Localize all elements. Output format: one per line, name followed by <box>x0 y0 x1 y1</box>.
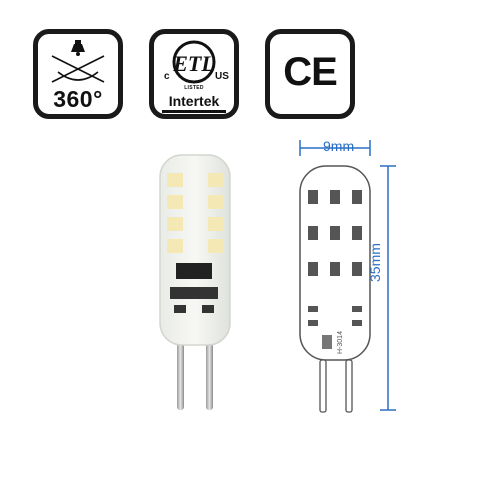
dimension-diagram: H-3014 <box>299 140 396 413</box>
bulb-pin-right <box>206 330 213 410</box>
etl-listed-label: LISTED <box>184 85 204 91</box>
width-dimension-label: 9mm <box>323 138 355 154</box>
height-dimension-label: 35mm <box>367 243 383 282</box>
etl-logo-icon: ETL <box>172 40 216 84</box>
badge-360-degree: 360° <box>33 29 123 119</box>
led-column-right <box>208 173 224 253</box>
bulb-pin-left <box>177 330 184 410</box>
ce-mark-icon: CE <box>283 50 338 94</box>
led-column-left <box>167 173 183 253</box>
etl-underline <box>162 110 226 113</box>
driver-chip <box>176 263 212 279</box>
model-label: H-3014 <box>337 331 344 354</box>
bulb-photo <box>159 154 231 410</box>
badge-ce: CE <box>265 29 355 119</box>
etl-brand-label: Intertek <box>168 93 220 109</box>
badge-etl-listed: ETL c US LISTED Intertek <box>149 29 239 119</box>
etl-us-mark: US <box>215 71 229 82</box>
rotation-label: 360° <box>53 86 103 112</box>
svg-text:ETL: ETL <box>172 51 215 76</box>
lamp-beam-icon <box>51 40 105 83</box>
etl-c-mark: c <box>164 71 170 82</box>
